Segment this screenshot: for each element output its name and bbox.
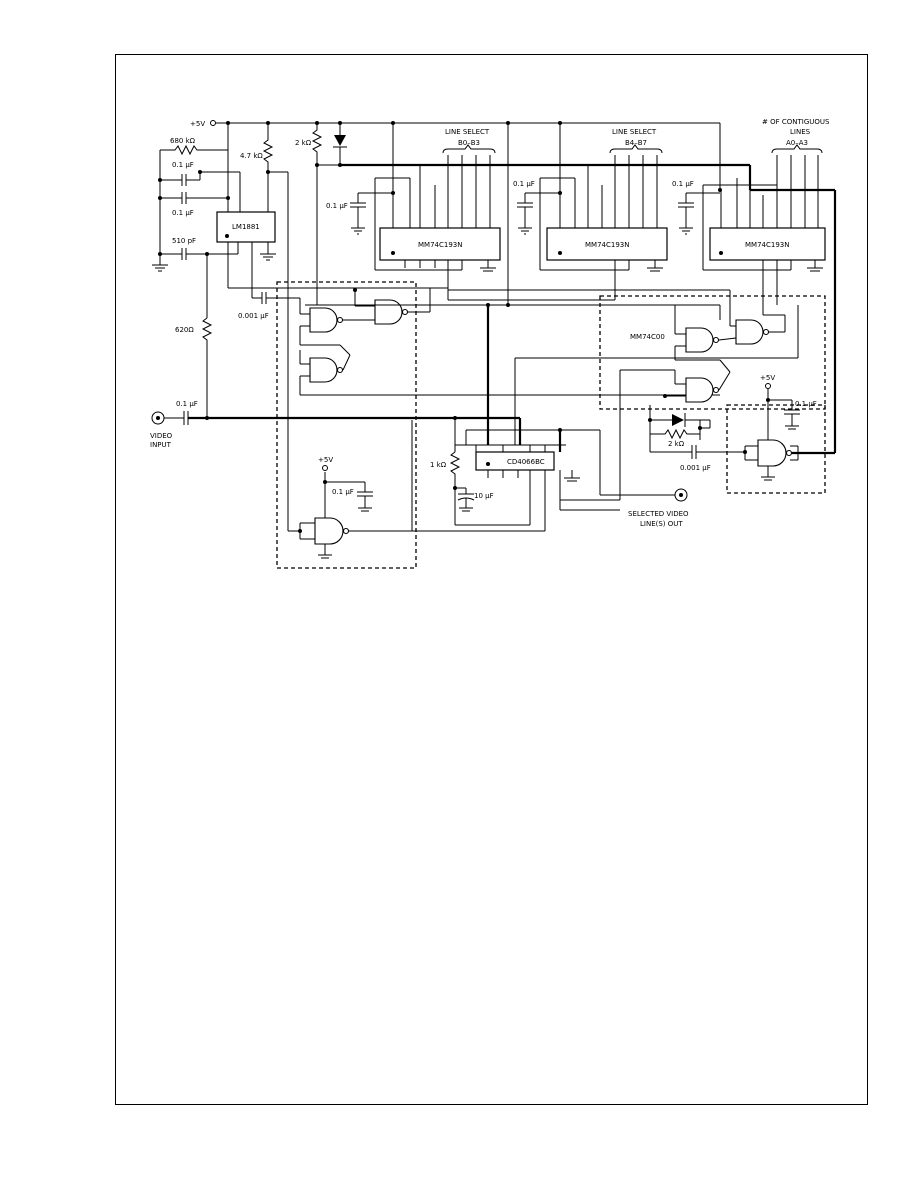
vcc-right-label: +5V <box>760 374 775 382</box>
video-out-label-2: LINE(S) OUT <box>640 520 683 528</box>
gate-group-right-lower <box>726 404 826 494</box>
line-select-2-label: LINE SELECT <box>612 128 657 136</box>
c-10-label: 10 μF <box>474 492 494 500</box>
r-2k-right-label: 2 kΩ <box>668 440 685 448</box>
contiguous-range: A0–A3 <box>786 139 808 147</box>
line-select-2-range: B4–B7 <box>625 139 647 147</box>
r-47k-label: 4.7 kΩ <box>240 152 263 160</box>
c-01-mux3-label: 0.1 μF <box>672 180 694 188</box>
c-01-b-label: 0.1 μF <box>172 209 194 217</box>
c-01-a-label: 0.1 μF <box>172 161 194 169</box>
c-0001-right-label: 0.001 μF <box>680 464 711 472</box>
mux1-chip <box>379 227 501 261</box>
video-out-label-1: SELECTED VIDEO <box>628 510 689 518</box>
c-01-mid-label: 0.1 μF <box>332 488 354 496</box>
mux1-label: MM74C193N <box>418 241 462 249</box>
r-2k-top-label: 2 kΩ <box>295 139 312 147</box>
vcc-label: +5V <box>190 120 205 128</box>
video-in-label-1: VIDEO <box>150 432 173 440</box>
gate-group-right <box>599 295 826 410</box>
mux3-chip <box>709 227 826 261</box>
lm1881-label: LM1881 <box>232 223 260 231</box>
contiguous-label-1: # OF CONTIGUOUS <box>762 118 830 126</box>
nand-chip-label: MM74C00 <box>630 333 665 341</box>
line-select-1-label: LINE SELECT <box>445 128 490 136</box>
r-1k-label: 1 kΩ <box>430 461 447 469</box>
mux2-label: MM74C193N <box>585 241 629 249</box>
r-680-label: 680 kΩ <box>170 137 196 145</box>
page-frame <box>115 54 868 1105</box>
c-0001-left-label: 0.001 μF <box>238 312 269 320</box>
c-01-mux1-label: 0.1 μF <box>326 202 348 210</box>
vcc-mid-label: +5V <box>318 456 333 464</box>
c-01-mux2-label: 0.1 μF <box>513 180 535 188</box>
cd4066-chip <box>475 451 555 471</box>
vcc-terminal <box>210 120 216 126</box>
c-01-right-label: 0.1 μF <box>795 400 817 408</box>
r-620-label: 620Ω <box>175 326 194 334</box>
mux2-chip <box>546 227 668 261</box>
gate-group-left <box>276 281 417 569</box>
video-in-label-2: INPUT <box>150 441 172 449</box>
cd4066-label: CD4066BC <box>507 458 545 466</box>
c-01-in-label: 0.1 μF <box>176 400 198 408</box>
line-select-1-range: B0–B3 <box>458 139 480 147</box>
contiguous-label-2: LINES <box>790 128 811 136</box>
c-510-label: 510 pF <box>172 237 196 245</box>
mux3-label: MM74C193N <box>745 241 789 249</box>
